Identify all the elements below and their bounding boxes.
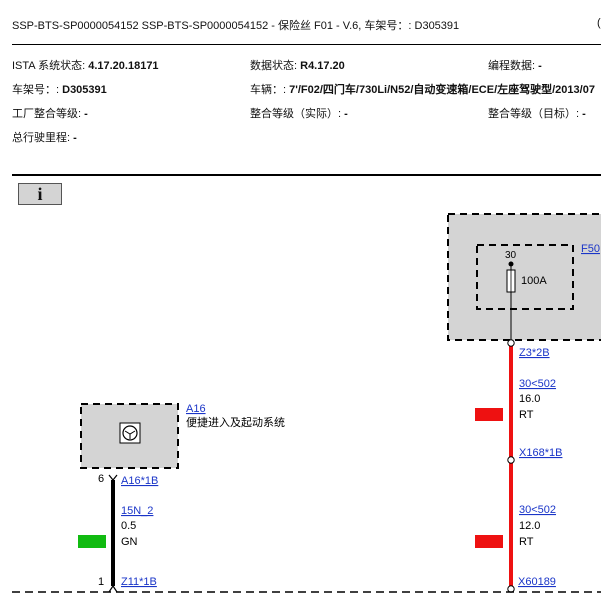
module-a16-link[interactable]: A16 — [186, 403, 206, 415]
data-status-value: R4.17.20 — [300, 60, 345, 72]
data-status-label: 数据状态: — [250, 60, 301, 72]
connector-z11-link[interactable]: Z11*1B — [121, 576, 157, 588]
vin-info: 车架号：: D305391 — [12, 81, 107, 97]
programming-data-value: - — [538, 60, 542, 72]
connector-a16-link[interactable]: A16*1B — [121, 475, 158, 487]
connector-a16-pin: 6 — [98, 473, 104, 485]
total-mileage: 总行驶里程: - — [12, 129, 77, 145]
actual-integration-level: 整合等级（实际）: - — [250, 105, 348, 121]
actual-integration-value: - — [344, 108, 348, 120]
connector-a16-terminal — [108, 474, 118, 481]
black-wire-signal-link[interactable]: 15N_2 — [121, 505, 153, 517]
actual-integration-label: 整合等级（实际）: — [250, 108, 345, 120]
page-title-text: SSP-BTS-SP0000054152 SSP-BTS-SP000005415… — [12, 20, 460, 32]
target-integration-level: 整合等级（目标）: - — [488, 105, 586, 121]
factory-integration-value: - — [84, 108, 88, 120]
factory-integration-label: 工厂整合等级: — [12, 108, 85, 120]
red-wire-upper-swatch — [475, 408, 503, 421]
black-wire-color: GN — [121, 536, 138, 548]
connector-z11-pin: 1 — [98, 576, 104, 588]
programming-data-label: 编程数据: — [488, 60, 539, 72]
red-wire-lower-signal-link[interactable]: 30<502 — [519, 504, 556, 516]
red-wire-upper-signal-link[interactable]: 30<502 — [519, 378, 556, 390]
info-button[interactable]: i — [18, 183, 62, 205]
section-divider — [12, 174, 601, 176]
red-wire-upper-color: RT — [519, 409, 534, 421]
fuse-pin-label: 30 — [505, 250, 517, 261]
vehicle-value: 7'/F02/四门车/730Li/N52/自动变速箱/ECE/左座驾驶型/201… — [289, 84, 595, 96]
red-wire-lower-size: 12.0 — [519, 520, 540, 532]
fuse-link[interactable]: F50 — [581, 243, 600, 255]
red-wire-upper-size: 16.0 — [519, 393, 540, 405]
factory-integration-level: 工厂整合等级: - — [12, 105, 88, 121]
vin-value: D305391 — [62, 84, 107, 96]
vehicle-label: 车辆：: — [250, 84, 290, 96]
fuse-inner-box — [476, 244, 574, 310]
ista-status: ISTA 系统状态: 4.17.20.18171 — [12, 57, 159, 73]
programming-data: 编程数据: - — [488, 57, 542, 73]
mileage-value: - — [73, 132, 77, 144]
black-wire-size: 0.5 — [121, 520, 136, 532]
header-divider — [12, 44, 601, 45]
red-wire-lower-swatch — [475, 535, 503, 548]
vehicle-info: 车辆：: 7'/F02/四门车/730Li/N52/自动变速箱/ECE/左座驾驶… — [250, 81, 601, 97]
data-status: 数据状态: R4.17.20 — [250, 57, 345, 73]
ista-status-label: ISTA 系统状态: — [12, 60, 89, 72]
target-integration-label: 整合等级（目标）: — [488, 108, 583, 120]
mileage-label: 总行驶里程: — [12, 132, 74, 144]
connector-x168-link[interactable]: X168*1B — [519, 447, 562, 459]
connector-z11-terminal — [108, 584, 118, 593]
vin-label: 车架号：: — [12, 84, 63, 96]
connector-x60189-node — [507, 585, 515, 593]
red-wire-lower-color: RT — [519, 536, 534, 548]
connector-z3-node — [507, 339, 515, 347]
connector-x60189-link[interactable]: X60189 — [518, 576, 556, 588]
steering-wheel-rim — [122, 425, 138, 441]
target-integration-value: - — [582, 108, 586, 120]
ista-status-value: 4.17.20.18171 — [88, 60, 159, 72]
steering-wheel-spokes — [124, 430, 136, 439]
connector-z3-link[interactable]: Z3*2B — [519, 347, 550, 359]
fuse-rating: 100A — [521, 275, 547, 287]
page-title: SSP-BTS-SP0000054152 SSP-BTS-SP000005415… — [12, 17, 601, 33]
module-a16-name: 便捷进入及起动系统 — [186, 415, 285, 429]
connector-x168-node — [507, 456, 515, 464]
black-wire-swatch — [78, 535, 106, 548]
title-overflow-char: ( — [597, 17, 601, 29]
